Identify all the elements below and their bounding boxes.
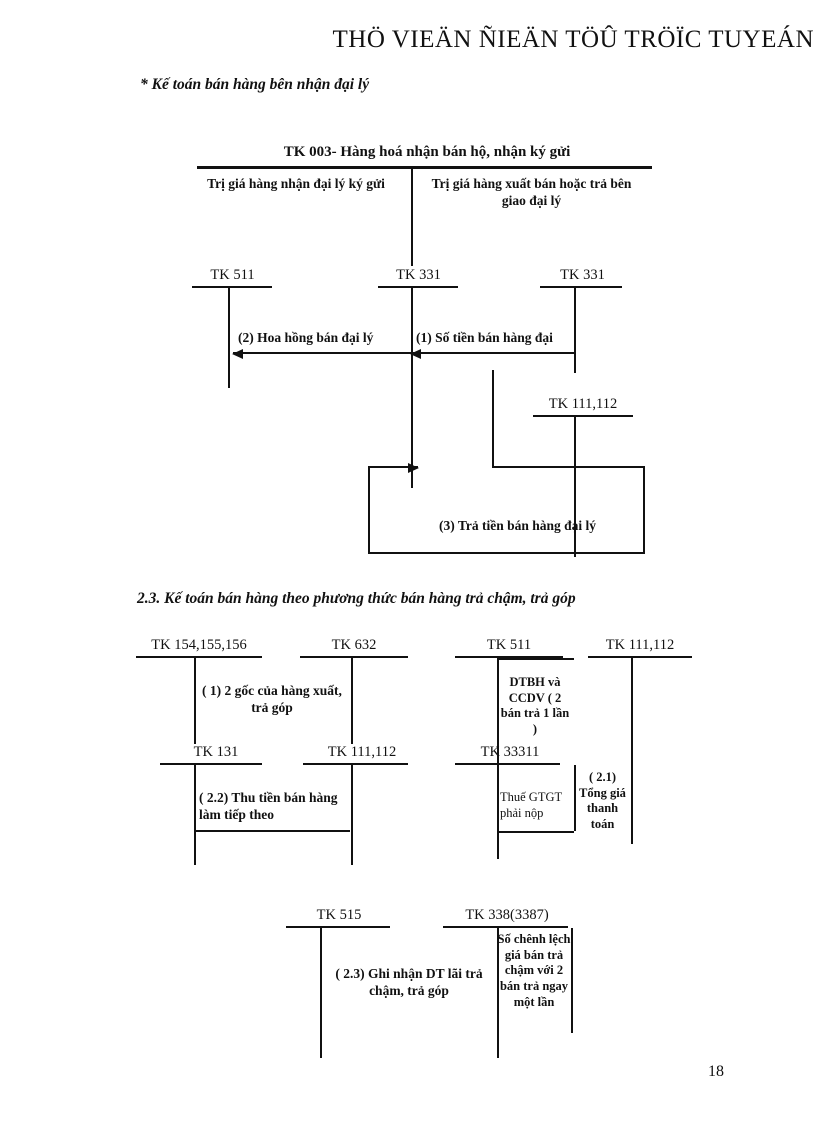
entry-1-label: (1) Số tiền bán hàng đại <box>416 330 553 345</box>
account-rule-tk632 <box>300 656 408 658</box>
entry-2-label: (2) Hoa hồng bán đại lý <box>238 330 374 345</box>
taccount-003-divider <box>411 169 413 266</box>
account-label-tk131: TK 131 <box>193 744 239 760</box>
difference-right-border <box>571 928 573 1033</box>
entry-3-return-riser <box>368 466 370 554</box>
account-rule-tk511-b <box>455 656 563 658</box>
account-stem-tk331-middle <box>411 288 413 488</box>
account-stem-tk131 <box>194 765 196 865</box>
entry-dtbh-label: DTBH và CCDV ( 2 bán trả 1 lần ) <box>500 675 570 736</box>
account-rule-tk331-right <box>540 286 622 288</box>
account-stem-tk111-112 <box>574 417 576 557</box>
entry-3-label: (3) Trả tiền bán hàng đại lý <box>438 518 597 533</box>
account-stem-tk338-3387 <box>497 928 499 1058</box>
account-rule-tk511 <box>192 286 272 288</box>
entry-3-top-connector <box>492 466 645 468</box>
account-stem-tk511-b <box>497 658 499 859</box>
account-label-tk33311: TK 33311 <box>480 744 540 760</box>
account-stem-tk515 <box>320 928 322 1058</box>
account-rule-tk131 <box>160 763 262 765</box>
account-stem-tk154-155-156 <box>194 658 196 744</box>
taccount-003-top-rule <box>197 166 652 169</box>
entry-s2-22-label: ( 2.2) Thu tiền bán hàng làm tiếp theo <box>199 790 338 822</box>
entry-s2-1-label: ( 1) 2 gốc của hàng xuất, trả góp <box>202 683 342 715</box>
entry-s2-22-underline <box>195 830 350 832</box>
account-stem-tk111-112-b <box>631 658 633 844</box>
account-label-tk515: TK 515 <box>316 907 362 923</box>
account-label-tk331-middle: TK 331 <box>396 267 441 283</box>
entry-2-arrow <box>232 349 413 359</box>
entry-s2-23-label: ( 2.3) Ghi nhận DT lãi trả chậm, trả góp <box>335 966 483 998</box>
account-label-tk632: TK 632 <box>331 637 377 653</box>
account-rule-tk338-3387 <box>443 926 568 928</box>
account-rule-tk331-middle <box>378 286 458 288</box>
account-rule-tk154-155-156 <box>136 656 262 658</box>
entry-vat-label: Thuế GTGT phải nộp <box>500 790 562 821</box>
vat-right-stem <box>574 765 576 831</box>
account-label-tk511-b: TK 511 <box>486 637 532 653</box>
entry-s2-21-label: ( 2.1) Tổng giá thanh toán <box>579 770 626 831</box>
tk511-to-cash-connector <box>497 658 574 660</box>
account-stem-tk632 <box>351 658 353 744</box>
account-rule-tk515 <box>286 926 390 928</box>
entry-3-arrow <box>368 463 419 473</box>
taccount-003-title: TK 003- Hàng hoá nhận bán hộ, nhận ký gử… <box>283 144 571 160</box>
library-banner: THÖ VIEÄN ÑIEÄN TÖÛ TRÖÏC TUYEÁN <box>0 26 816 54</box>
account-label-tk511: TK 511 <box>210 267 255 283</box>
entry-3-right-drop <box>643 466 645 554</box>
account-rule-tk111-112-b <box>588 656 692 658</box>
entry-3-left-riser <box>492 370 494 468</box>
library-banner-text: THÖ VIEÄN ÑIEÄN TÖÛ TRÖÏC TUYEÁN <box>332 26 814 53</box>
account-label-tk111-112: TK 111,112 <box>548 396 618 412</box>
taccount-003-debit-label: Trị giá hàng nhận đại lý ký gửi <box>207 176 385 191</box>
account-rule-tk111-112-c <box>303 763 408 765</box>
account-stem-tk111-112-c <box>351 765 353 865</box>
entry-difference-label: Số chênh lệch giá bán trả chậm với 2 bán… <box>497 932 571 1009</box>
tk33311-stem-lower <box>497 831 499 859</box>
account-rule-tk111-112 <box>533 415 633 417</box>
entry-1-arrow <box>410 349 576 359</box>
account-stem-tk331-right <box>574 288 576 373</box>
account-rule-tk33311 <box>455 763 560 765</box>
taccount-003-credit-label: Trị giá hàng xuất bán hoặc trả bên giao … <box>431 176 632 208</box>
section1-subtitle: * Kế toán bán hàng bên nhận đại lý <box>140 76 370 93</box>
account-label-tk338-3387: TK 338(3387) <box>465 907 549 923</box>
account-label-tk331-right: TK 331 <box>560 267 605 283</box>
entry-3-bottom-run <box>368 552 645 554</box>
account-label-tk111-112-b: TK 111,112 <box>605 637 675 653</box>
section2-heading: 2.3. Kế toán bán hàng theo phương thức b… <box>137 590 576 607</box>
entry-vat-underline <box>497 831 574 833</box>
page-number: 18 <box>708 1063 724 1080</box>
account-label-tk154-155-156: TK 154,155,156 <box>151 637 247 653</box>
account-stem-tk511 <box>228 288 230 388</box>
account-label-tk111-112-c: TK 111,112 <box>327 744 397 760</box>
